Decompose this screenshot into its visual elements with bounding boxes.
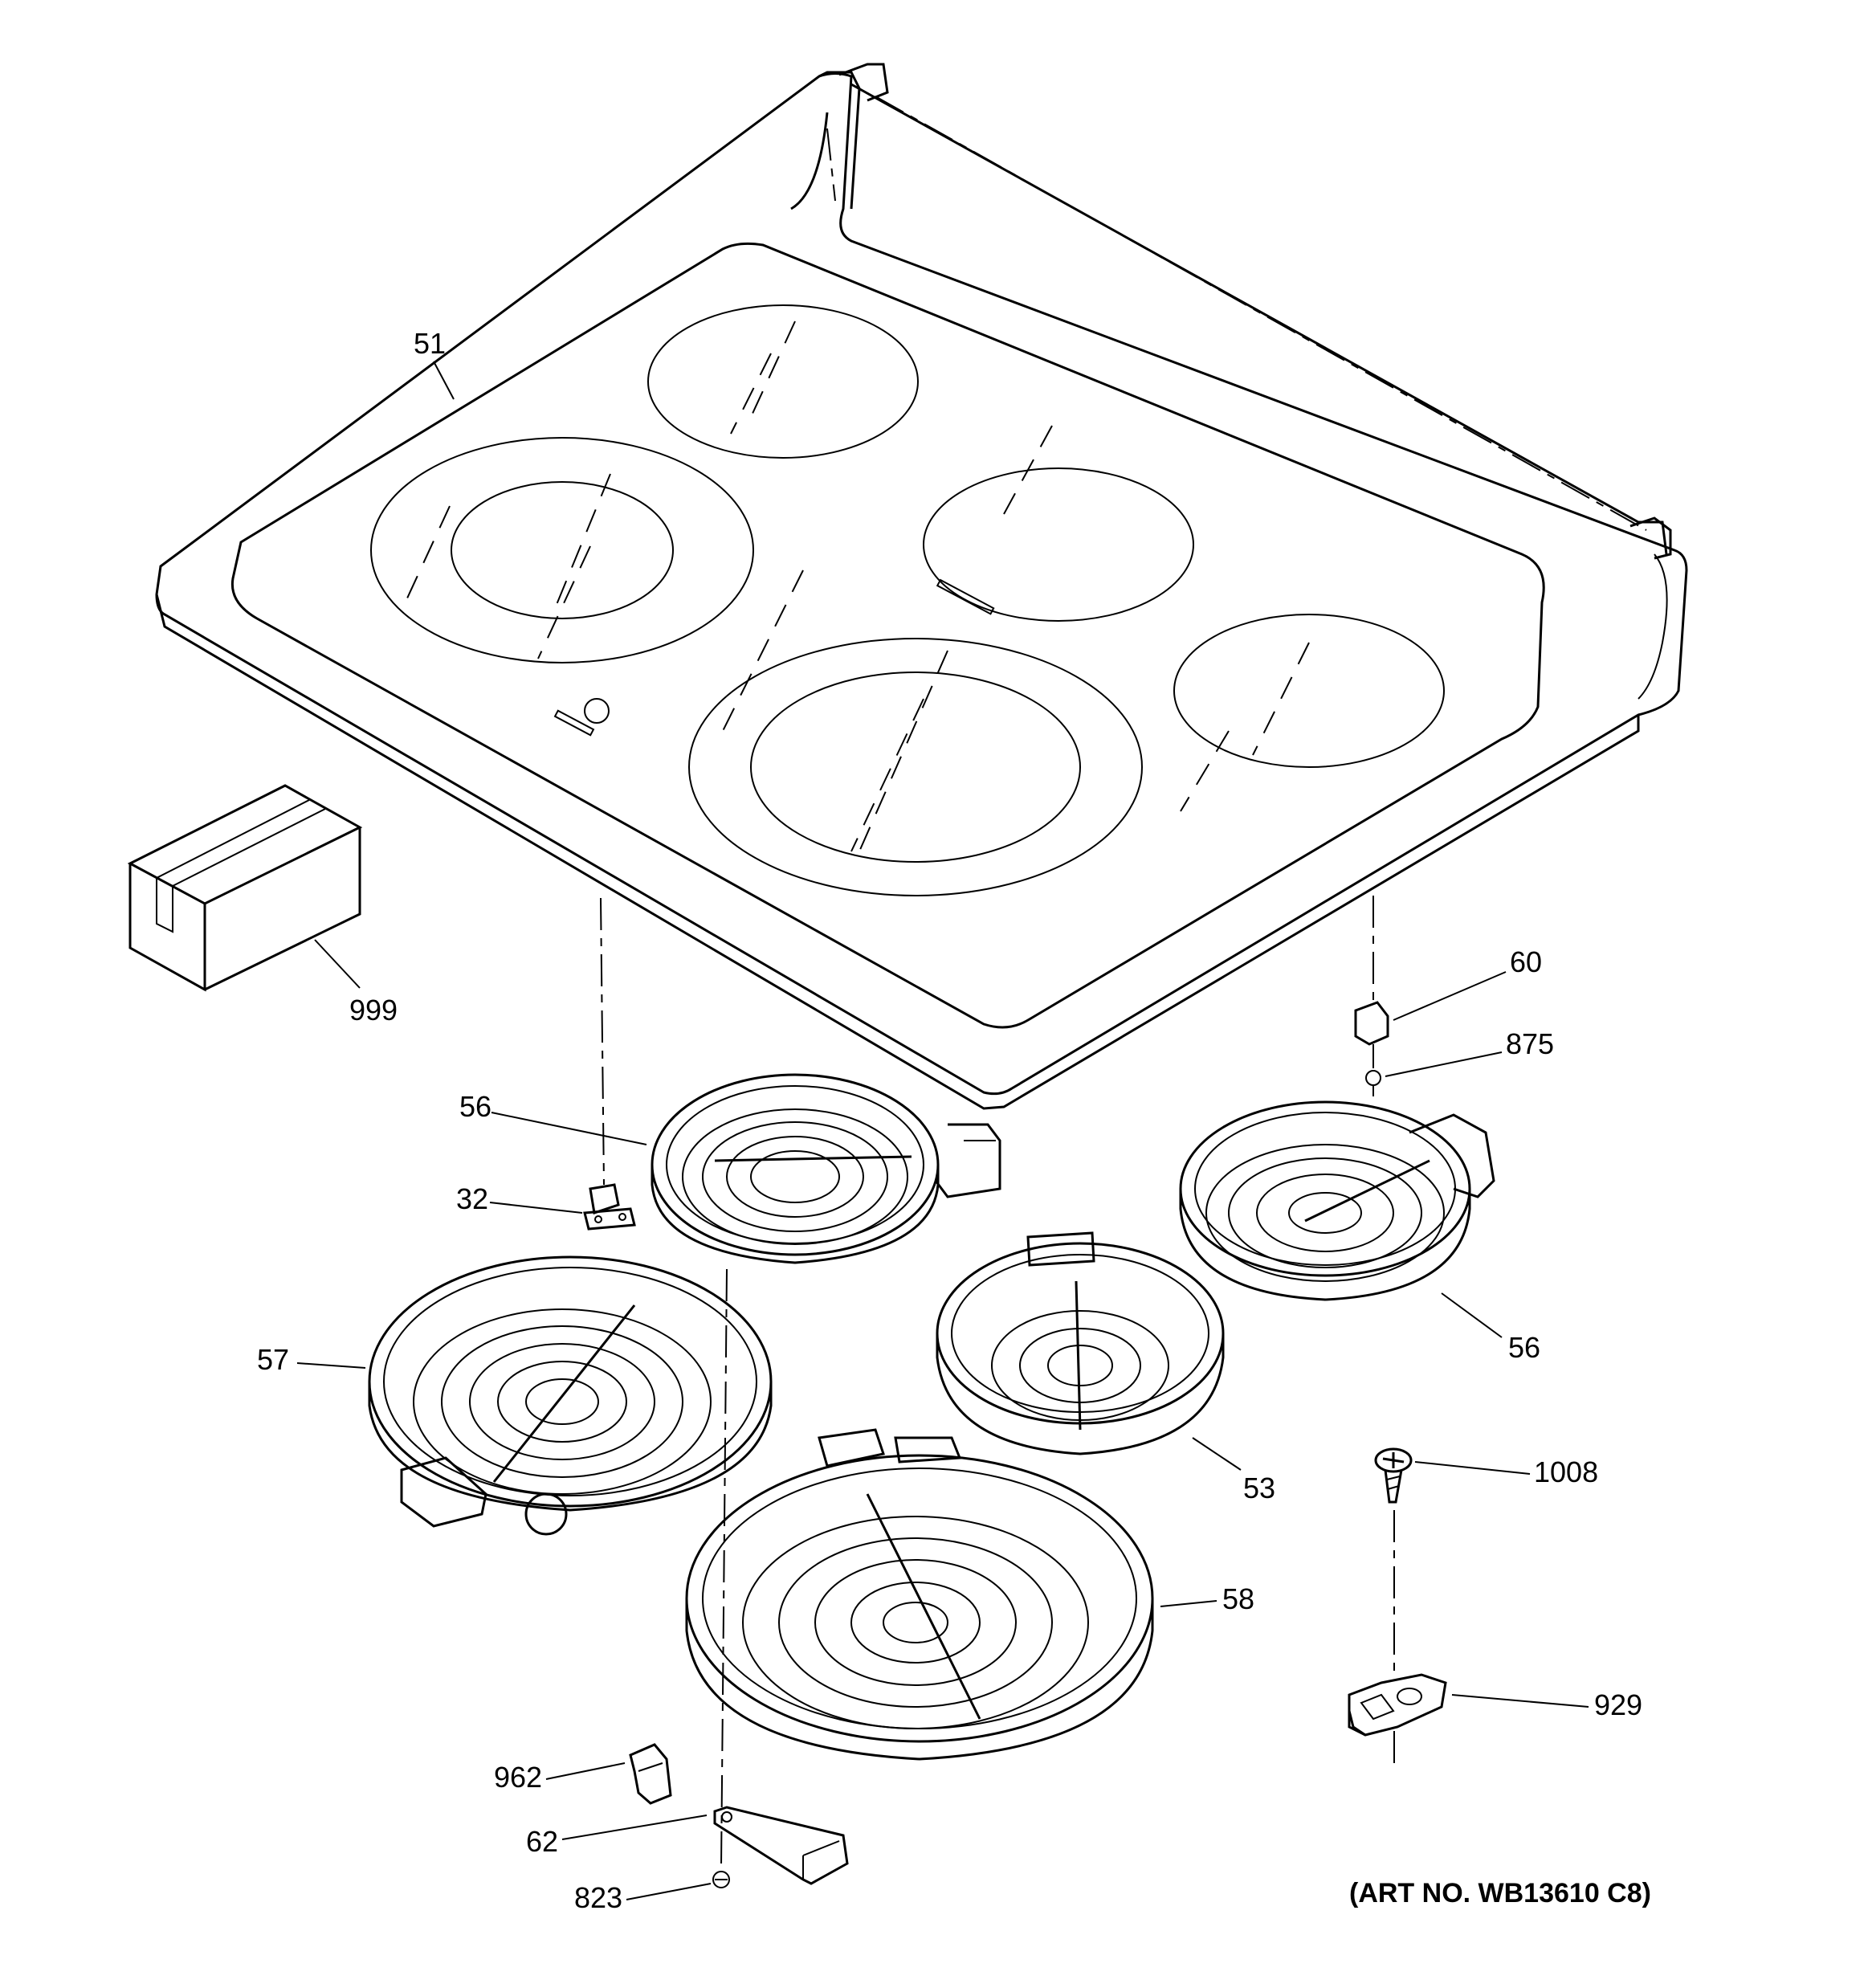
surface-element-56-left — [651, 1073, 1001, 1264]
bracket-929 — [1348, 1673, 1447, 1737]
guide-32 — [600, 897, 605, 1186]
clip-60 — [1354, 1001, 1389, 1046]
leader-999 — [314, 939, 361, 989]
callout-53: 53 — [1243, 1472, 1275, 1504]
leader-51 — [433, 361, 455, 400]
callout-62: 62 — [526, 1825, 558, 1858]
screw-823 — [712, 1871, 730, 1888]
surface-element-57 — [368, 1255, 773, 1536]
callout-962: 962 — [494, 1761, 542, 1794]
leader-56b — [1441, 1292, 1503, 1338]
limiter-32 — [583, 1183, 636, 1231]
art-number: (ART NO. WB13610 C8) — [1349, 1878, 1651, 1908]
leader-56a — [491, 1112, 647, 1145]
callout-875: 875 — [1506, 1027, 1554, 1060]
leader-58 — [1160, 1600, 1217, 1607]
bracket-62 — [713, 1806, 849, 1885]
leader-32 — [489, 1202, 583, 1214]
leader-53 — [1192, 1437, 1242, 1471]
callout-32: 32 — [456, 1182, 488, 1215]
surface-element-53 — [936, 1231, 1225, 1455]
leader-875 — [1385, 1051, 1503, 1077]
callout-929: 929 — [1594, 1688, 1642, 1721]
callout-60: 60 — [1510, 945, 1542, 978]
callout-56a: 56 — [459, 1090, 491, 1123]
clip-962 — [629, 1743, 672, 1805]
guide-62 — [720, 1268, 728, 1868]
leader-1008 — [1414, 1461, 1531, 1475]
callout-56b: 56 — [1508, 1331, 1540, 1364]
parts-box — [127, 784, 363, 992]
callout-1008: 1008 — [1534, 1455, 1598, 1488]
leader-62 — [561, 1815, 708, 1840]
surface-element-58 — [685, 1428, 1154, 1761]
callout-51: 51 — [414, 327, 446, 360]
leader-60 — [1393, 971, 1507, 1021]
leader-823 — [626, 1883, 712, 1900]
callout-999: 999 — [349, 994, 398, 1027]
cooktop-glass-part — [155, 63, 1688, 1110]
callout-57: 57 — [257, 1343, 289, 1376]
surface-element-56-right — [1179, 1100, 1495, 1301]
callout-58: 58 — [1222, 1582, 1254, 1615]
callout-823: 823 — [574, 1881, 622, 1914]
leader-57 — [296, 1362, 366, 1369]
leader-962 — [545, 1762, 626, 1780]
screw-875 — [1365, 1070, 1381, 1096]
screw-1008 — [1374, 1447, 1413, 1504]
leader-929 — [1451, 1694, 1589, 1708]
